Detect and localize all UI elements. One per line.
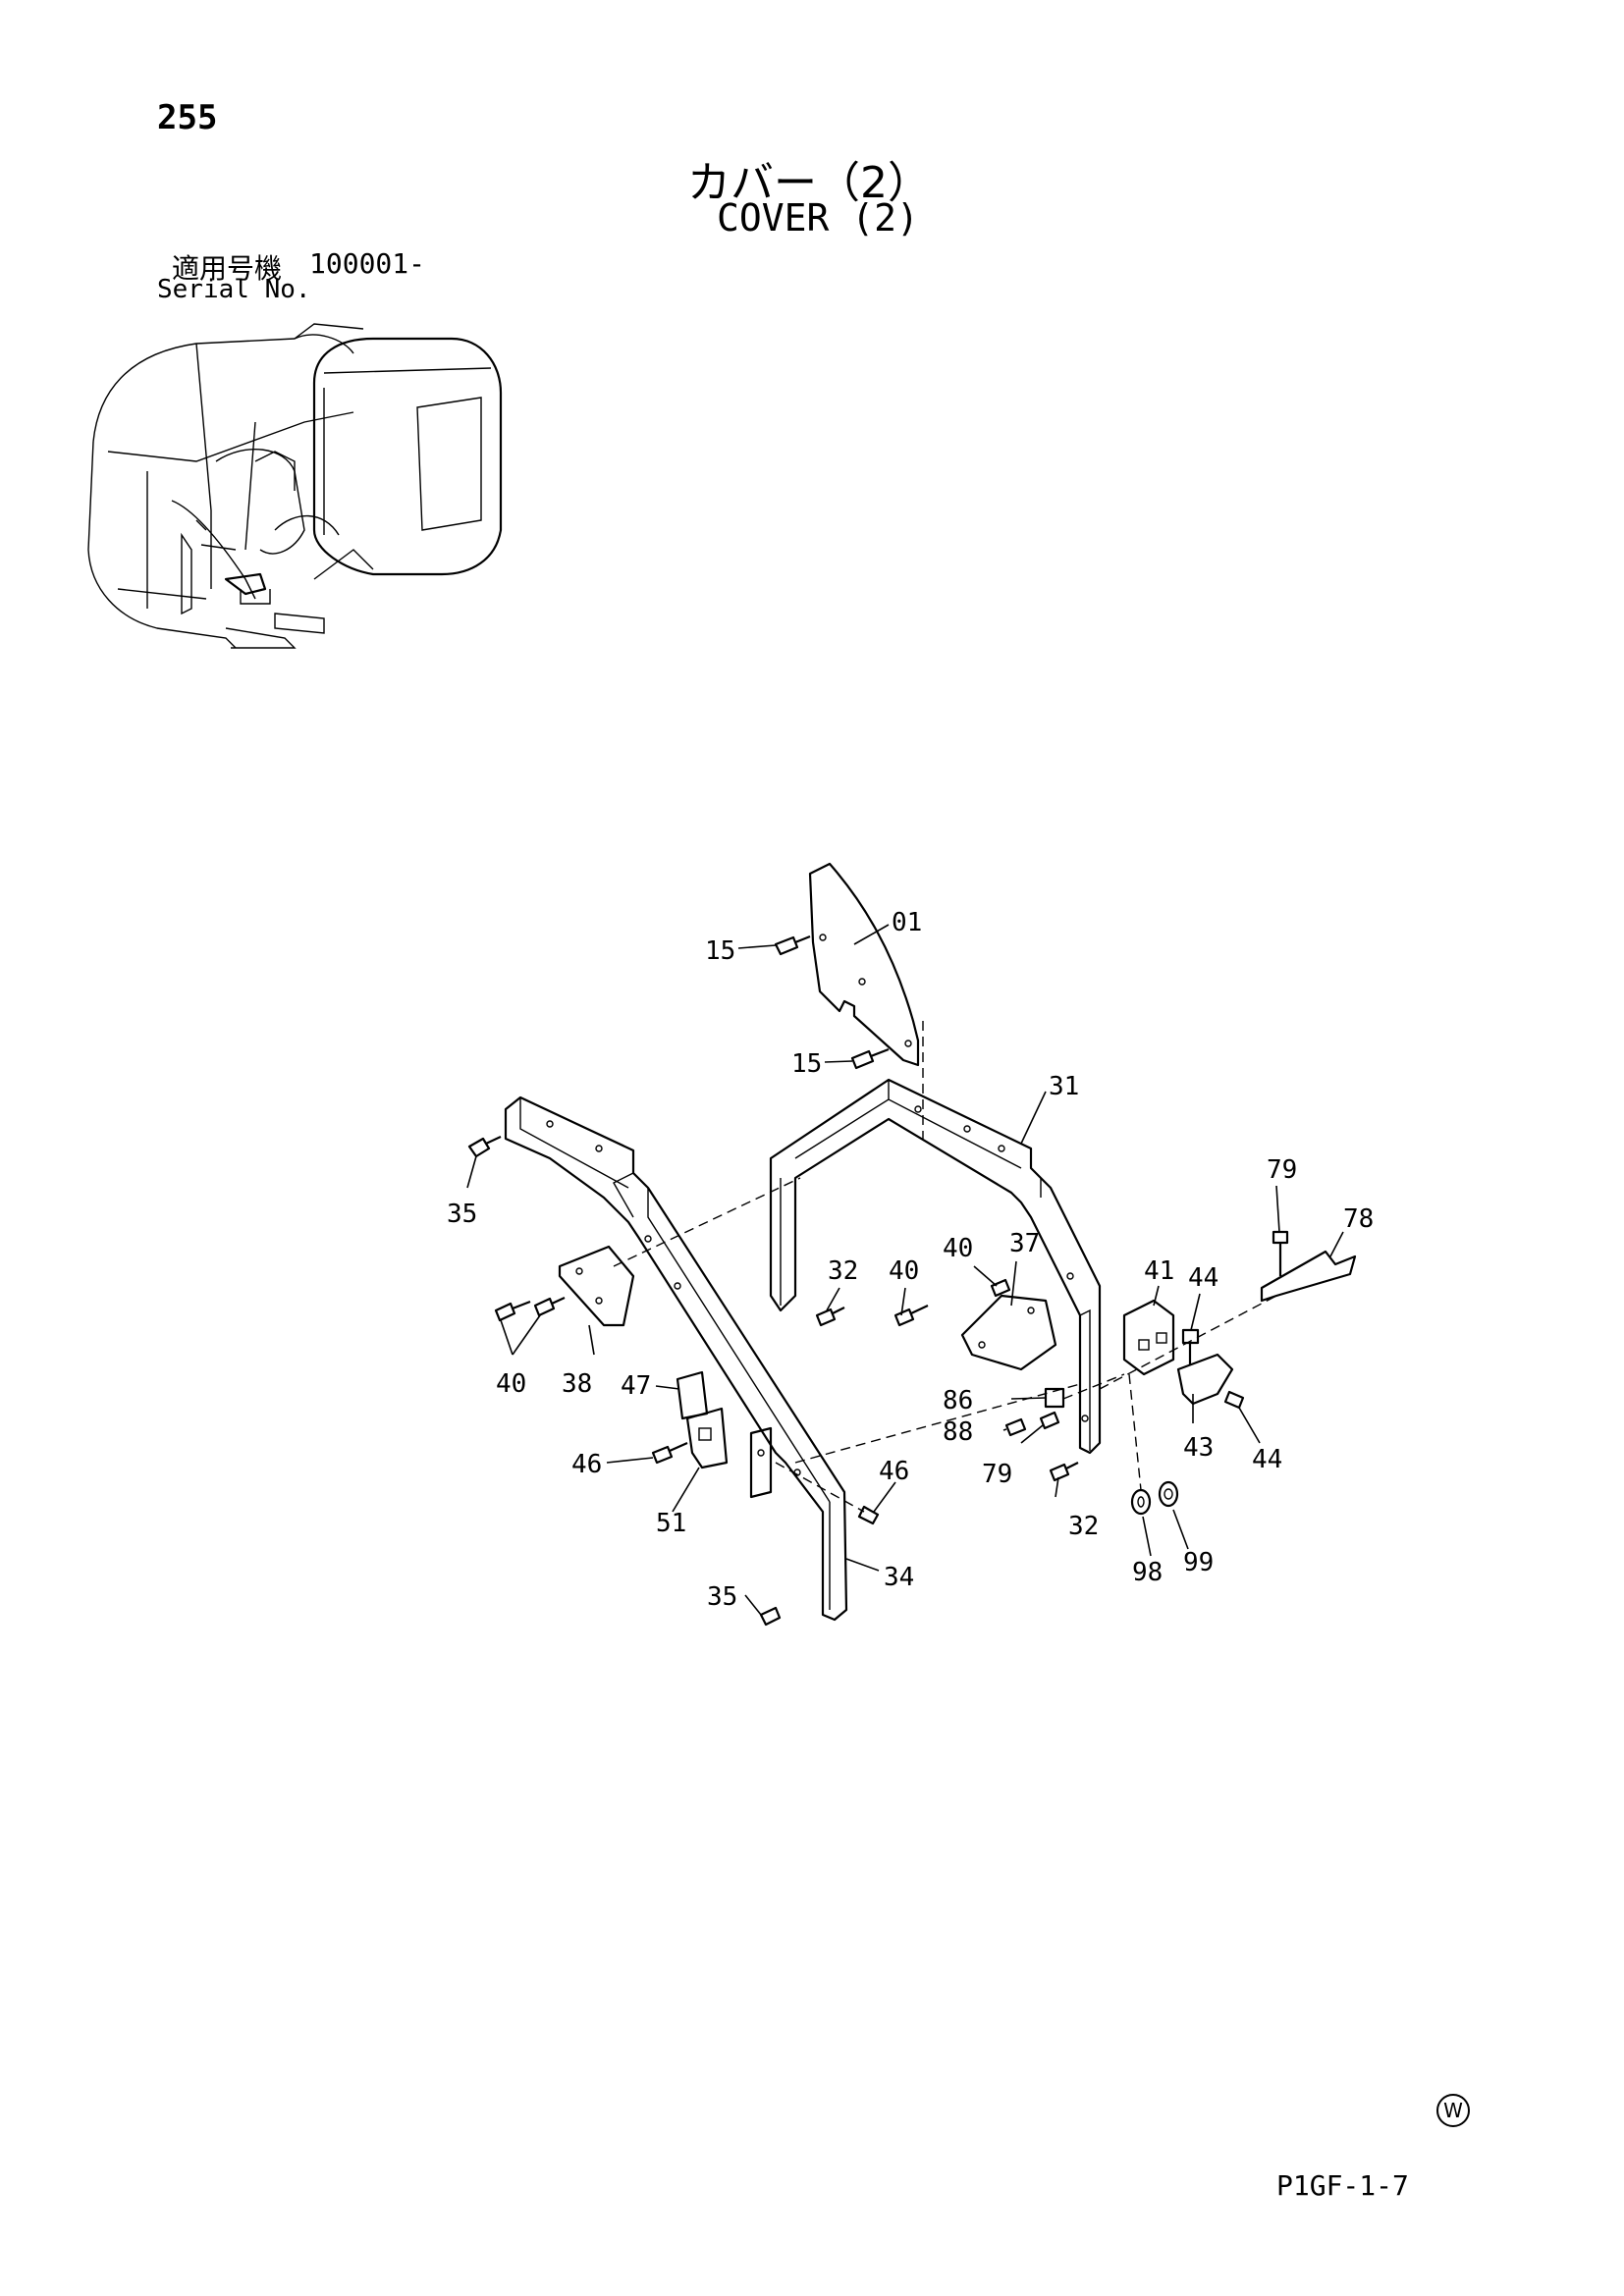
serial-label-en: Serial No. <box>157 275 311 304</box>
bolt-46-left <box>651 1441 688 1465</box>
bolt-40-left-a <box>494 1300 531 1322</box>
w-mark-icon: W <box>1436 2094 1470 2127</box>
bolt-44-upper <box>1181 1328 1200 1364</box>
bolt-35-lower <box>759 1606 782 1627</box>
leader-lines <box>466 924 1344 1616</box>
bolt-79-mid <box>1039 1411 1060 1430</box>
serial-label-jp: 適用号機 <box>172 252 283 285</box>
callout-35-lower: 35 <box>707 1582 737 1612</box>
part-47-lock <box>676 1370 709 1420</box>
bolt-44-lower <box>1223 1390 1245 1410</box>
callout-38: 38 <box>562 1369 592 1399</box>
callout-44-lower: 44 <box>1252 1445 1282 1474</box>
footer-code: P1GF-1-7 <box>1276 2169 1409 2202</box>
bolt-40-left-b <box>533 1297 566 1317</box>
bolt-40-mid-a <box>893 1305 929 1327</box>
part-38-bracket <box>558 1245 635 1327</box>
bolt-40-mid-b <box>990 1278 1011 1298</box>
bolt-46-right <box>857 1505 880 1525</box>
callout-15-lower: 15 <box>791 1049 822 1079</box>
callout-32-left: 32 <box>828 1256 858 1286</box>
callout-98: 98 <box>1132 1558 1163 1587</box>
bolt-15-upper <box>774 934 811 956</box>
bolt-35-upper <box>467 1136 502 1158</box>
bolt-15-lower <box>850 1047 890 1070</box>
callout-86: 86 <box>943 1386 973 1415</box>
page-title-en: COVER (2) <box>717 196 919 240</box>
callout-46-right: 46 <box>879 1457 909 1486</box>
part-43-latch <box>1176 1353 1234 1406</box>
callout-79-upper: 79 <box>1267 1155 1297 1185</box>
callout-37: 37 <box>1009 1229 1040 1258</box>
part-01-cover-panel <box>808 862 920 1067</box>
bolt-32-right <box>1049 1462 1079 1482</box>
part-37-bracket <box>960 1294 1057 1371</box>
callout-35-upper: 35 <box>447 1200 477 1229</box>
part-78-stay <box>1260 1250 1357 1303</box>
callout-78: 78 <box>1343 1204 1374 1234</box>
part-98-washer <box>1130 1488 1152 1516</box>
page-number: 255 <box>157 98 218 137</box>
callout-15-upper: 15 <box>705 936 735 966</box>
callout-43: 43 <box>1183 1433 1214 1463</box>
callout-79-mid: 79 <box>982 1460 1012 1489</box>
bolt-88 <box>1004 1417 1027 1437</box>
assembly-lines <box>613 1177 1277 1513</box>
machine-locator-thumbnail <box>87 323 503 649</box>
callout-88: 88 <box>943 1417 973 1447</box>
callout-99: 99 <box>1183 1548 1214 1577</box>
page-title-jp: カバー（2） <box>687 158 931 208</box>
part-41-hinge <box>1122 1299 1175 1376</box>
callout-32-right: 32 <box>1068 1512 1099 1541</box>
bolt-79-upper <box>1272 1230 1289 1276</box>
part-99-nut <box>1158 1480 1179 1508</box>
callout-40-mid: 40 <box>889 1256 919 1286</box>
callout-51: 51 <box>656 1509 686 1538</box>
callout-44-upper: 44 <box>1188 1263 1218 1293</box>
callout-34: 34 <box>884 1563 914 1592</box>
callouts: 01 15 15 31 35 35 32 32 40 40 40 37 38 4… <box>447 908 1374 1612</box>
callout-41: 41 <box>1144 1256 1174 1286</box>
serial-value: 100001- <box>309 247 426 280</box>
callout-01: 01 <box>892 908 922 937</box>
part-34-left-frame <box>504 1095 848 1622</box>
callout-47: 47 <box>621 1371 651 1401</box>
callout-46-left: 46 <box>571 1450 602 1479</box>
callout-31: 31 <box>1049 1072 1079 1101</box>
callout-40-left: 40 <box>496 1369 526 1399</box>
callout-40-right: 40 <box>943 1234 973 1263</box>
part-51-lock-bracket <box>685 1407 729 1469</box>
part-31-right-frame <box>769 1021 1102 1455</box>
bolts <box>467 934 1289 1627</box>
bolt-32-left <box>815 1307 845 1327</box>
